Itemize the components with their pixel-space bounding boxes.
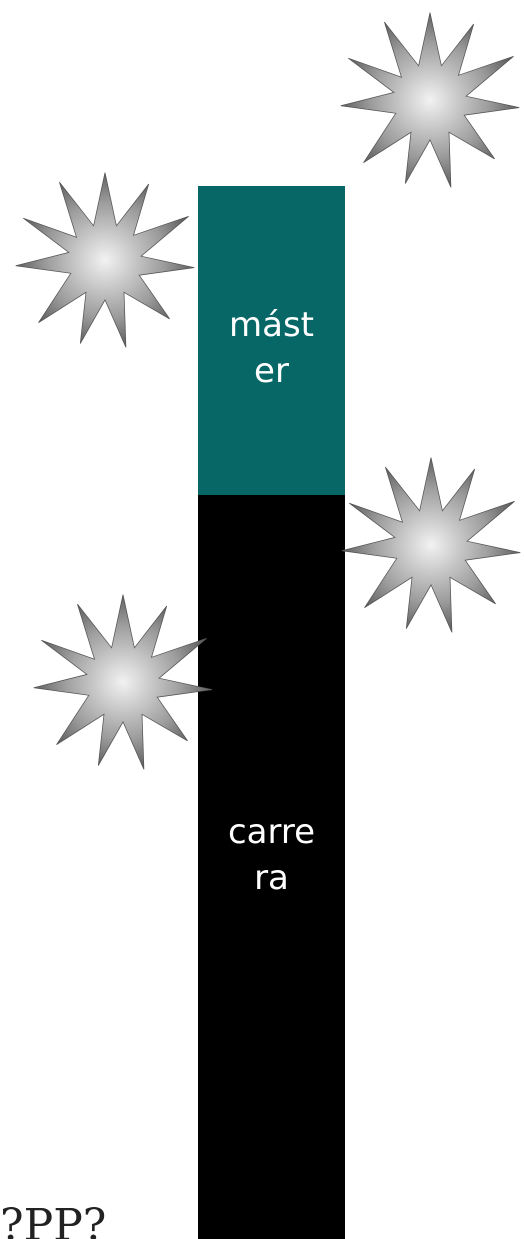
starburst-icon [336,450,524,640]
career-label: carrera [222,809,322,901]
master-label: máster [222,302,322,394]
career-block: carrera [198,495,345,1239]
starburst-icon [28,587,218,777]
master-block: máster [198,186,345,495]
starburst-icon [10,165,200,355]
footer-text: ?PP? [0,1196,106,1239]
starburst-icon [335,5,524,195]
